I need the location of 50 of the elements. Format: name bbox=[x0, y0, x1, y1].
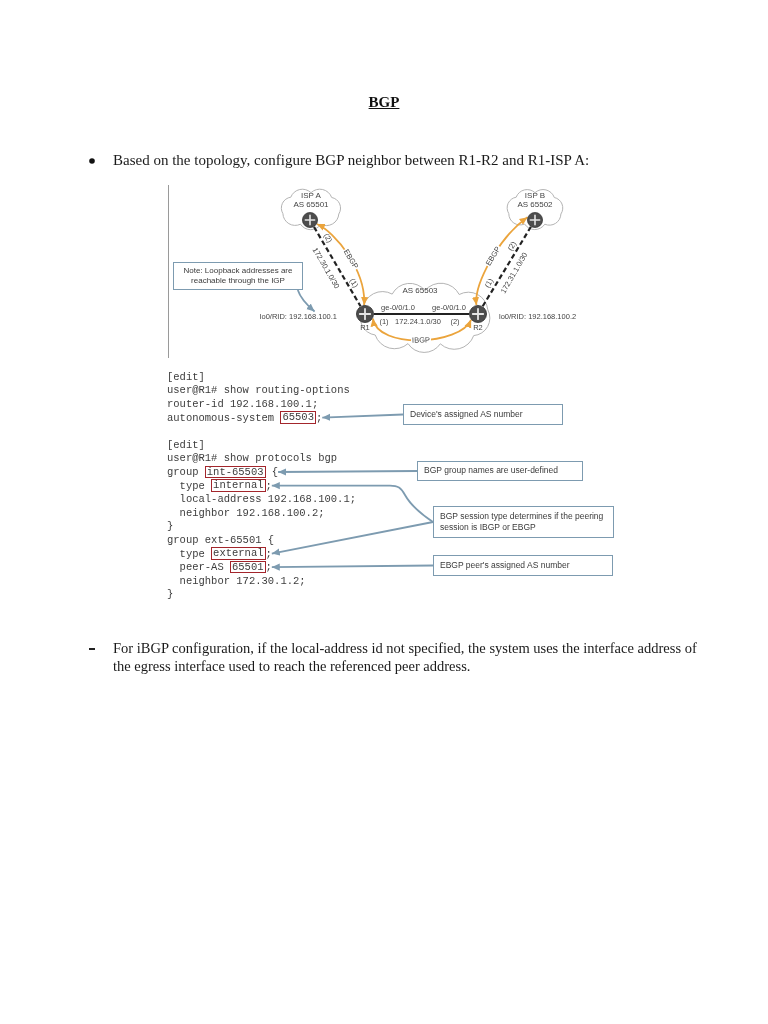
code-text: peer-AS bbox=[179, 561, 224, 574]
code-text: ; bbox=[315, 411, 323, 424]
code-text: ; bbox=[265, 547, 272, 560]
title: BGP bbox=[368, 94, 400, 111]
dashed-link bbox=[313, 226, 362, 307]
code-text: user@R1# show routing-options bbox=[167, 384, 350, 397]
cloud-label: AS 65502 bbox=[517, 199, 553, 209]
callout-box: Device's assigned AS number bbox=[403, 404, 563, 425]
link-line bbox=[373, 313, 470, 315]
cloud-label: ISP A bbox=[301, 191, 321, 200]
arrow bbox=[270, 521, 434, 556]
code-text: ; bbox=[265, 479, 272, 492]
highlighted-value: 65501 bbox=[230, 560, 266, 574]
highlighted-value: 65503 bbox=[280, 411, 316, 424]
code-text: group ext-65501 { bbox=[167, 534, 275, 546]
cloud-label: AS 65503 bbox=[402, 286, 438, 295]
router-icon bbox=[527, 212, 543, 228]
arrow bbox=[321, 413, 404, 421]
instruction-text: Based on the topology, configure BGP neighbor between R1-R2 and R1-ISP A: bbox=[113, 151, 590, 169]
code-text: type bbox=[179, 479, 205, 492]
cloud-label: ISP B bbox=[524, 191, 546, 200]
highlighted-value: internal bbox=[211, 479, 266, 492]
code-text: neighbor 192.168.100.2; bbox=[179, 506, 325, 519]
dashed-link bbox=[481, 226, 532, 307]
code-text: group bbox=[167, 466, 199, 478]
code-text: neighbor 172.30.1.2; bbox=[179, 574, 306, 587]
note-text: For iBGP configuration, if the local-address id not specified, the system uses the interface address of the egress interface used to reach the referenced peer address. bbox=[113, 639, 698, 675]
code-text: { bbox=[271, 466, 279, 478]
code-text: } bbox=[167, 588, 174, 601]
arrow bbox=[296, 289, 316, 313]
code-text: user@R1# show protocols bgp bbox=[167, 452, 338, 465]
code-text: type bbox=[179, 547, 205, 560]
arrow bbox=[270, 482, 434, 523]
callout-box: BGP session type determines if the peering session is IBGP or EBGP bbox=[433, 506, 614, 538]
code-text: [edit] bbox=[167, 370, 205, 383]
code-text: local-address 192.168.100.1; bbox=[179, 493, 357, 506]
highlighted-value: int-65503 bbox=[204, 465, 266, 479]
code-text: [edit] bbox=[167, 438, 205, 451]
arrow bbox=[270, 563, 434, 571]
callout-box: EBGP peer's assigned AS number bbox=[433, 555, 613, 576]
highlighted-value: external bbox=[211, 547, 266, 560]
code-text: } bbox=[167, 520, 174, 533]
router-icon bbox=[302, 212, 318, 228]
cloud-label: AS 65501 bbox=[293, 199, 329, 209]
arrow bbox=[277, 468, 418, 476]
code-text: autonomous-system bbox=[167, 411, 275, 424]
callout-box: BGP group names are user-defined bbox=[417, 461, 583, 481]
code-text: router-id 192.168.100.1; bbox=[167, 398, 319, 410]
code-text: ; bbox=[265, 561, 272, 574]
note-box: Note: Loopback addresses are reachable through the IGP bbox=[173, 262, 303, 290]
